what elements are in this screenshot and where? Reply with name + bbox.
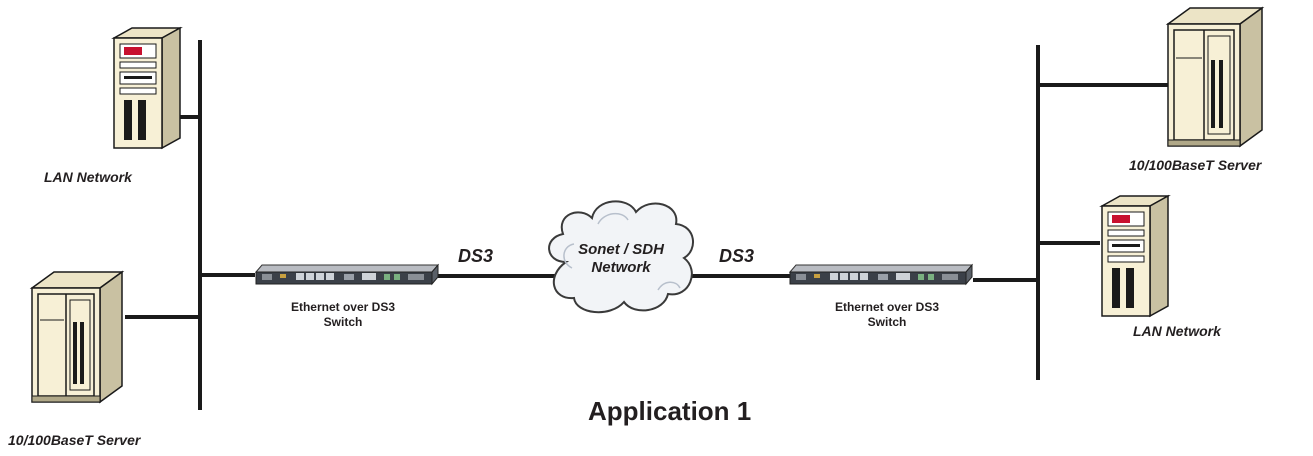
right-server-icon [1165, 6, 1265, 148]
diagram-title: Application 1 [588, 396, 752, 426]
left-lan-pc-icon [111, 26, 183, 150]
left-server-icon [29, 270, 125, 404]
right-switch-label: Ethernet over DS3 Switch [834, 300, 940, 329]
right-switch-device [788, 263, 974, 286]
left-switch-device [254, 263, 440, 286]
right-server-label: 10/100BaseT Server [1129, 157, 1262, 173]
left-ds3-label: DS3 [458, 246, 494, 266]
cloud-label: Sonet / SDH Network [578, 241, 664, 276]
right-lan-label: LAN Network [1133, 323, 1221, 339]
right-ds3-label: DS3 [719, 246, 755, 266]
left-switch-label: Ethernet over DS3 Switch [290, 300, 396, 329]
right-lan-pc-icon [1099, 194, 1171, 318]
left-server-label: 10/100BaseT Server [8, 432, 141, 448]
sonet-sdh-cloud [548, 200, 694, 314]
left-lan-label: LAN Network [44, 169, 132, 185]
